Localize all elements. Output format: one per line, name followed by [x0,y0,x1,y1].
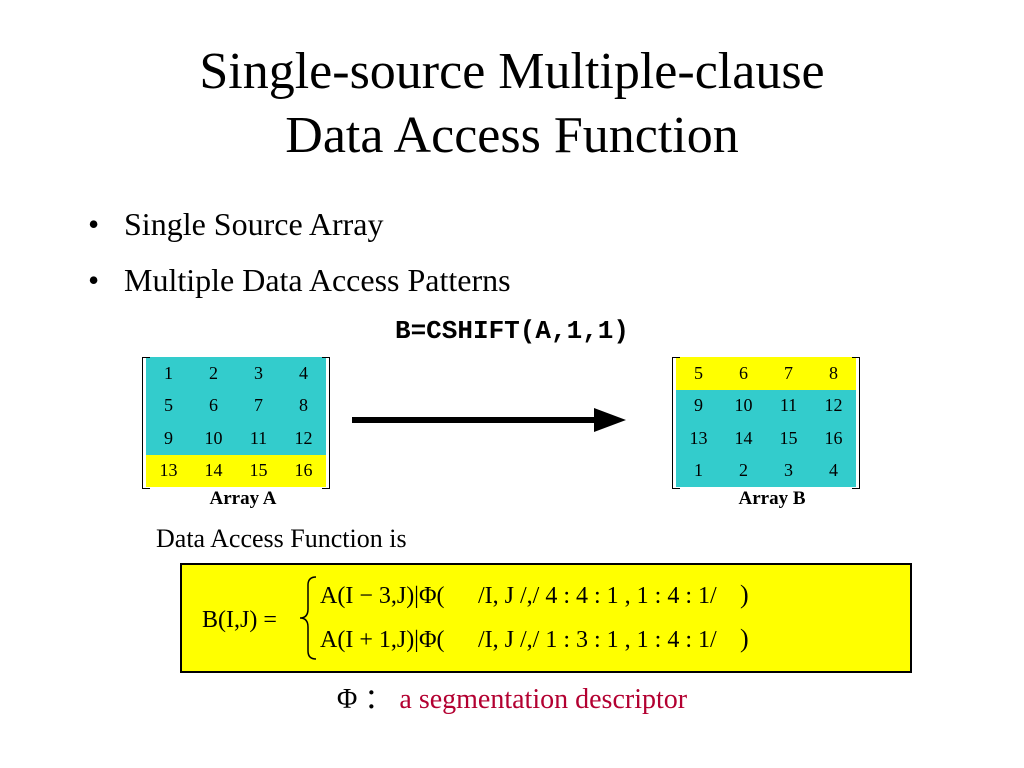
right-arrow-icon [352,408,626,432]
array-a-row: 13 14 15 16 [146,454,326,487]
array-b-cell: 13 [689,427,708,448]
note-text: a segmentation descriptor [399,684,688,715]
array-b-cell: 15 [779,427,798,448]
array-a-cell: 13 [159,460,178,481]
array-a-cell: 9 [164,427,173,448]
bullet-item: • Single Source Array [88,206,511,242]
array-b-cell: 14 [734,427,753,448]
left-bracket [142,357,150,489]
array-a-cell: 1 [164,362,173,383]
case-1-descriptor: /I, J /,/ 4 : 4 : 1 , 1 : 4 : 1/ [478,583,717,609]
curly-brace-icon [299,576,317,660]
array-a-row: 9 10 11 12 [146,422,326,455]
array-a-cell: 16 [294,460,313,481]
title-line-2: Data Access Function [285,107,739,164]
array-b-cell: 16 [824,427,843,448]
array-a-cell: 8 [299,395,308,416]
case-2-descriptor: /I, J /,/ 1 : 3 : 1 , 1 : 4 : 1/ [478,627,717,653]
array-b-cell: 4 [829,460,838,481]
slide-title: Single-source Multiple-clause Data Acces… [0,40,1024,168]
array-b-cell: 11 [779,395,798,416]
array-a-cell: 12 [294,427,313,448]
cshift-statement: B=CSHIFT(A,1,1) [394,316,630,346]
array-b-cell: 1 [694,460,703,481]
array-a-cell: 14 [204,460,223,481]
case-2-close-paren: ) [740,624,749,653]
phi-symbol: Φ [336,684,358,715]
array-b-cell: 2 [739,460,748,481]
array-a-row: 5 6 7 8 [146,389,326,422]
descriptor-note: Φ ： a segmentation descriptor [0,677,1024,717]
array-b-cell: 6 [739,362,748,383]
array-b-cell: 9 [694,395,703,416]
array-a-cell: 6 [209,395,218,416]
array-a-cell: 2 [209,362,218,383]
array-a-cell: 15 [249,460,268,481]
array-a-cell: 10 [204,427,223,448]
bullet-item: • Multiple Data Access Patterns [88,262,511,298]
note-separator: ： [364,684,393,715]
bullet-icon: • [88,206,100,242]
array-b-cell: 12 [824,395,843,416]
array-a-cell: 4 [299,362,308,383]
array-a-cell: 11 [249,427,268,448]
array-a-label: Array A [209,488,277,509]
formula-box: B(I,J) = A(I − 3,J)|Φ( /I, J /,/ 4 : 4 :… [180,563,912,673]
array-b-row: 9 10 11 12 [676,389,856,422]
left-bracket [672,357,680,489]
case-1-close-paren: ) [740,580,749,609]
array-b-cell: 7 [784,362,793,383]
case-2-head: A(I + 1,J)|Φ( [320,627,445,653]
case-1-head: A(I − 3,J)|Φ( [320,583,445,609]
array-a-cell: 5 [164,395,173,416]
array-a-row: 1 2 3 4 [146,357,326,390]
array-b-label: Array B [738,488,806,509]
bullet-text: Multiple Data Access Patterns [124,262,511,298]
formula-lhs: B(I,J) = [202,607,277,633]
formula-graphic: B(I,J) = A(I − 3,J)|Φ( /I, J /,/ 4 : 4 :… [202,576,749,660]
array-a-cell: 7 [254,395,263,416]
bullet-list: • Single Source Array • Multiple Data Ac… [88,206,511,318]
array-b-cell: 8 [829,362,838,383]
title-line-1: Single-source Multiple-clause [199,43,825,100]
function-intro: Data Access Function is [156,524,407,553]
right-bracket [852,357,860,489]
array-a-cell: 3 [254,362,263,383]
right-bracket [322,357,330,489]
array-b-row: 1 2 3 4 [676,454,856,487]
array-b-cell: 3 [784,460,793,481]
bullet-text: Single Source Array [124,206,384,242]
array-b-cell: 10 [734,395,753,416]
bullet-icon: • [88,262,100,298]
array-b-row: 13 14 15 16 [676,422,856,455]
array-b-cell: 5 [694,362,703,383]
array-b-row: 5 6 7 8 [676,357,856,390]
